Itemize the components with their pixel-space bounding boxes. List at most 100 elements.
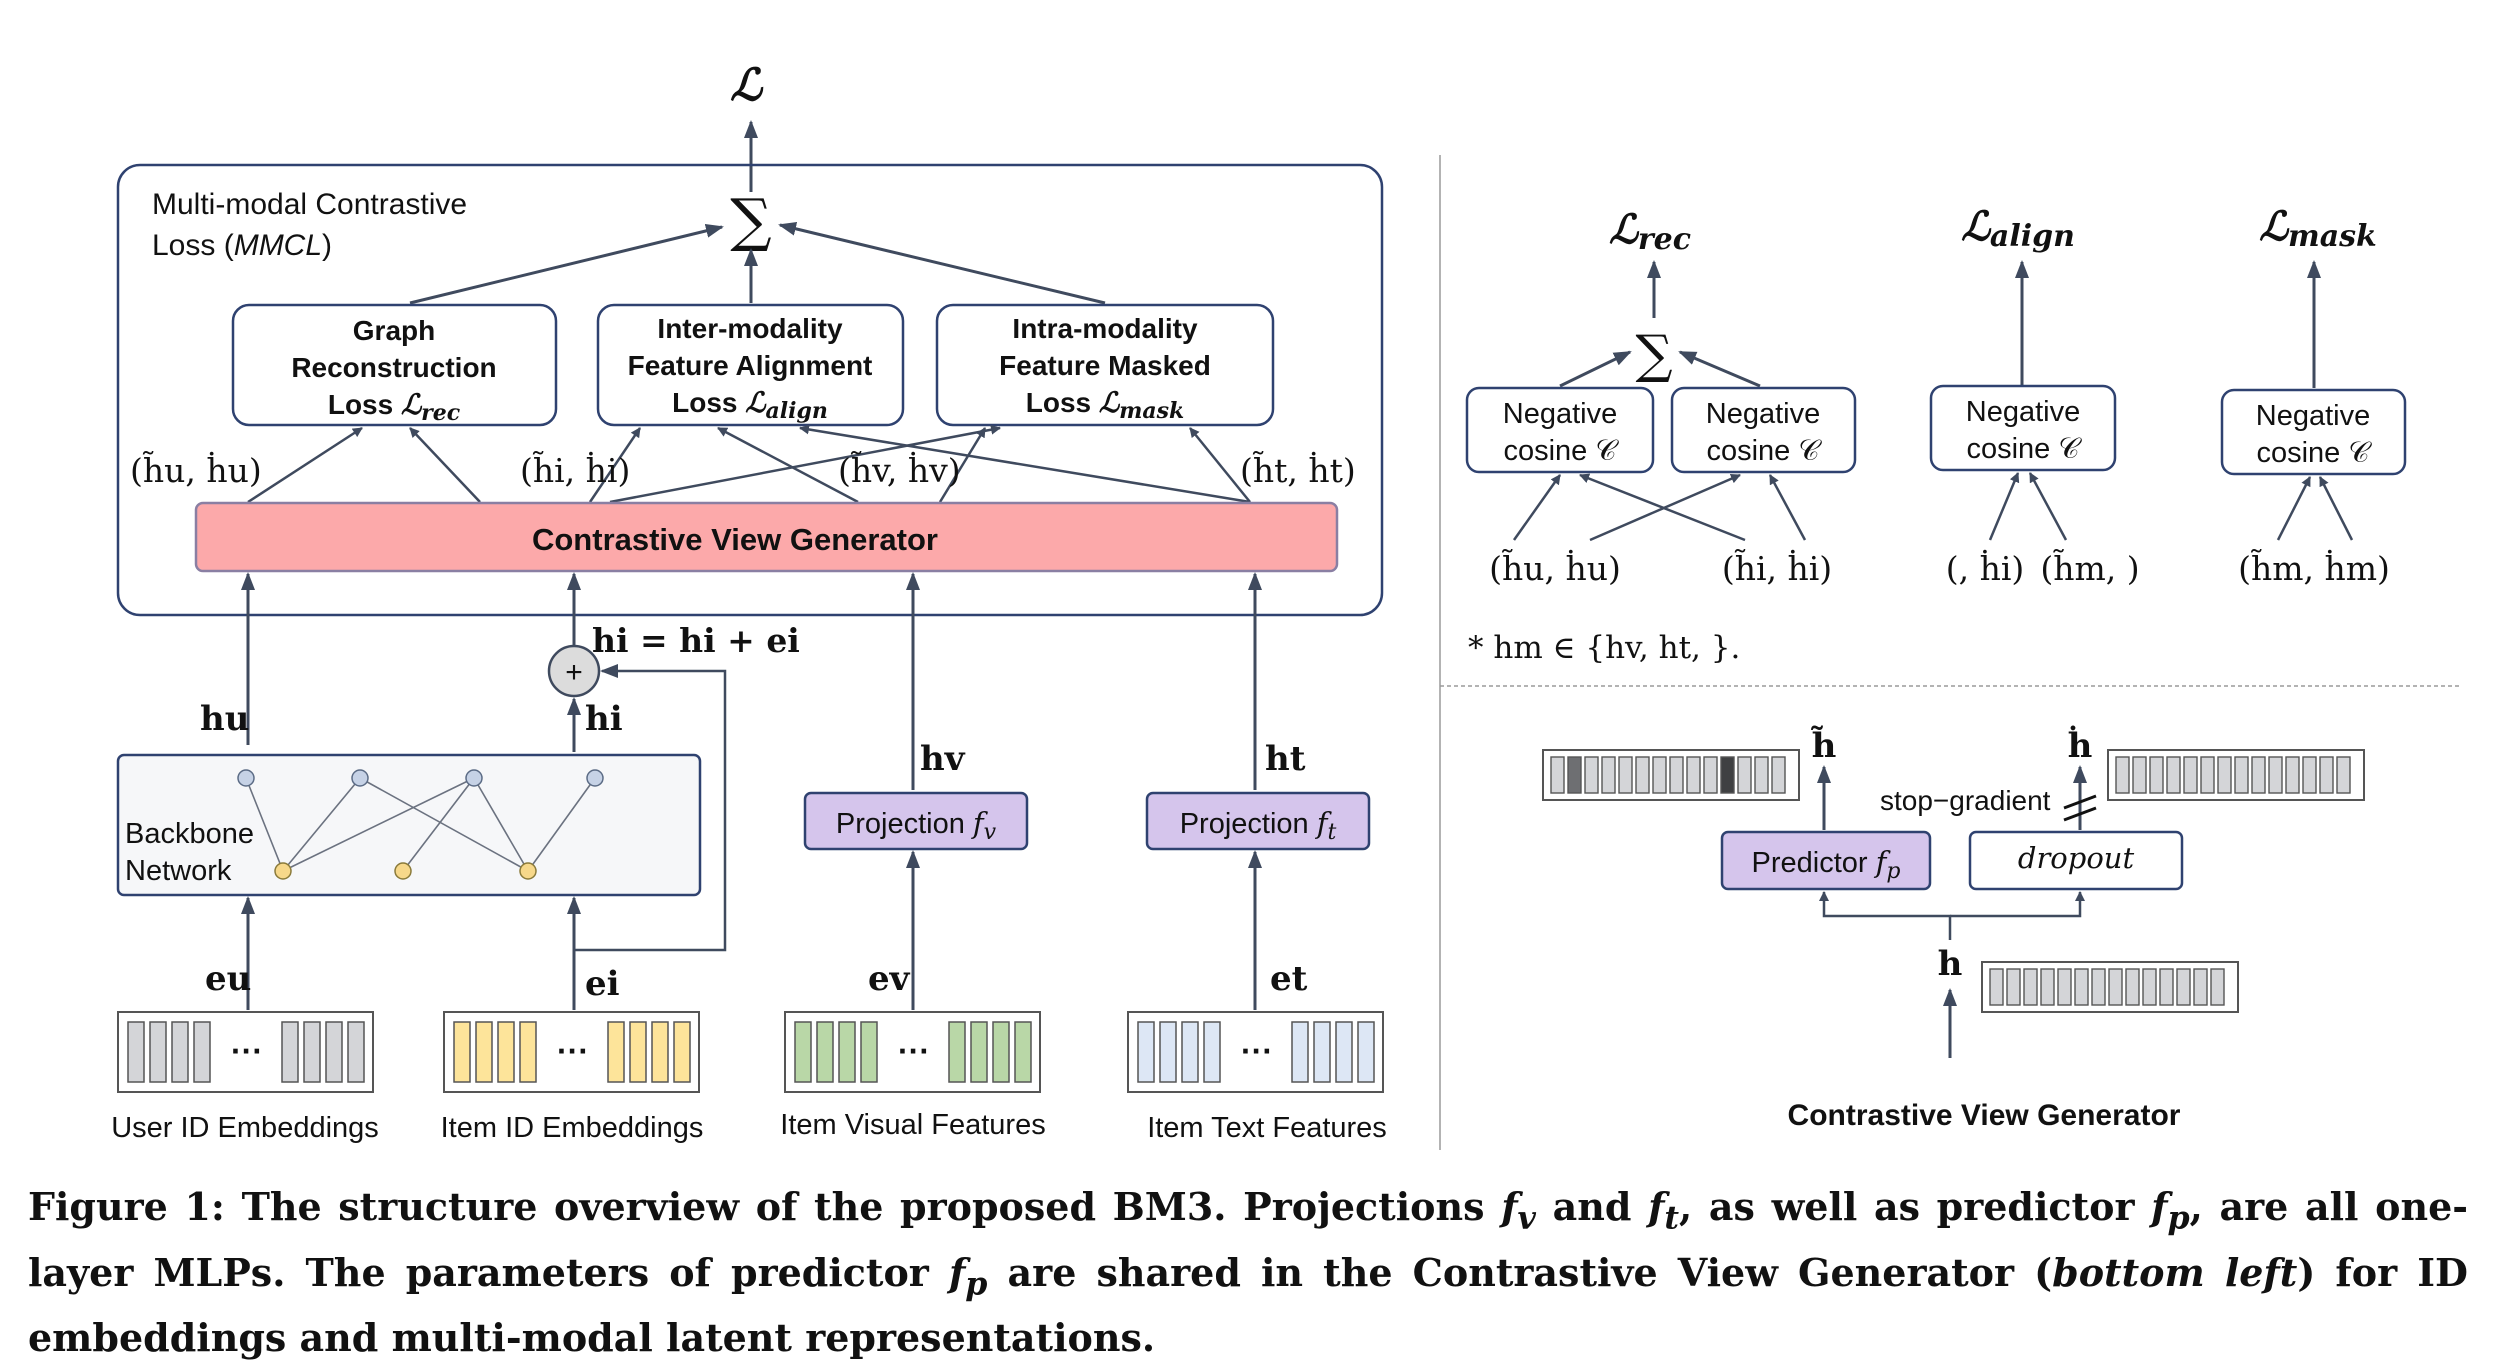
pair-label-i: (h̃i, ḣi): [520, 450, 630, 490]
backbone-label-line1: Backbone: [125, 818, 254, 850]
item-nodes: [274, 862, 537, 880]
stop-gradient-mark: [2063, 794, 2097, 822]
arrow-i-to-intra: [609, 424, 1001, 504]
projection-fv-box: [803, 791, 1029, 851]
h-dot-label: ḣ: [2068, 725, 2093, 766]
sum-symbol: ∑: [730, 186, 771, 254]
graph-loss-line2: Reconstruction: [291, 352, 496, 383]
et-label: et: [1270, 959, 1308, 999]
arrow-t-to-intra: [1189, 427, 1251, 503]
plus-circle: [547, 644, 601, 698]
eu-label: eu: [205, 959, 251, 999]
inter-loss-line3: Loss ℒalign: [672, 386, 828, 424]
neg1-line1: Negative: [1503, 398, 1617, 430]
arrow-ru-to-neg2: [1589, 473, 1741, 542]
graph-loss-line3: Loss ℒrec: [328, 388, 461, 426]
predictor-output-strip: [1542, 749, 1800, 801]
diagram: ℒ Multi-modal Contrastive Loss (MMCL) ∑ …: [111, 60, 2460, 1150]
ht-label: ht: [1265, 739, 1306, 779]
arrow-mask-left-to-neg4: [2276, 476, 2312, 541]
branch-to-dropout: [1950, 891, 2085, 918]
backbone-network-box: [116, 753, 702, 897]
svg-text:···: ···: [898, 1033, 930, 1069]
h-label: h: [1938, 944, 1963, 984]
l-align-symbol: ℒalign: [1961, 203, 2075, 254]
arrow-u-to-graph: [247, 426, 363, 504]
projection-fv-label: Projection fv: [836, 806, 997, 845]
inter-modality-loss-box: [596, 303, 905, 427]
projection-ft-box: [1145, 791, 1371, 851]
l-rec-symbol: ℒrec: [1609, 206, 1691, 257]
svg-text:···: ···: [1241, 1033, 1273, 1069]
mmcl-label-line1: Multi-modal Contrastive: [152, 188, 467, 221]
dropout-label: dropout: [2018, 841, 2135, 875]
item-visual-features-label: Item Visual Features: [780, 1109, 1045, 1141]
hu-label: hu: [200, 699, 249, 739]
arrow-ri-to-neg2: [1768, 474, 1807, 541]
arrow-i-to-graph: [409, 427, 481, 503]
arrow-align-left-to-neg3: [1988, 472, 2020, 541]
dropout-output-strip: [2107, 749, 2365, 801]
user-nodes: [237, 769, 604, 787]
arrow-align-right-to-neg3: [2028, 472, 2068, 541]
pair-label-v: (h̃v, ḣv): [838, 450, 961, 490]
hv-label: hv: [920, 739, 966, 779]
l-mask-symbol: ℒmask: [2259, 203, 2377, 254]
input-h-strip: [1981, 961, 2239, 1013]
inter-loss-line1: Inter-modality: [657, 313, 843, 344]
skip-connection-ei: [574, 664, 727, 952]
negative-cosine-box-1: [1465, 386, 1655, 474]
arrow-intra-to-sum: [778, 221, 1106, 305]
hi-equation: hi = hi + ei: [592, 621, 800, 660]
intra-loss-line2: Feature Masked: [999, 350, 1211, 381]
rec-pair-left: (h̃u, ḣu): [1489, 548, 1621, 588]
mask-pair: (h̃m, ḣm): [2238, 548, 2390, 588]
arrow-neg1-to-sum: [1559, 350, 1632, 388]
negative-cosine-box-2: [1670, 386, 1857, 474]
align-pair-right: (h̃m, ): [2040, 548, 2139, 588]
align-pair-left: (, ḣi): [1946, 549, 2025, 588]
arrow-v-to-inter: [717, 426, 859, 504]
graph-reconstruction-loss-box: [231, 303, 558, 427]
neg3-line2: cosine 𝒞: [1966, 433, 2082, 465]
plus-symbol: +: [565, 656, 583, 689]
negative-cosine-box-4: [2220, 388, 2407, 476]
dropout-box: [1968, 830, 2184, 891]
predictor-label: Predictor fp: [1752, 845, 1901, 884]
ev-label: ev: [868, 959, 911, 999]
inter-loss-line2: Feature Alignment: [628, 350, 873, 381]
arrow-graph-to-sum: [409, 223, 724, 305]
hi-label: hi: [585, 699, 623, 739]
arrow-neg2-to-sum: [1678, 350, 1761, 388]
user-id-embeddings-label: User ID Embeddings: [111, 1112, 379, 1144]
backbone-label-line2: Network: [125, 855, 232, 887]
rec-pair-right: (h̃i, ḣi): [1722, 548, 1832, 588]
item-text-features-label: Item Text Features: [1147, 1112, 1387, 1144]
arrow-ru-to-neg1: [1512, 474, 1562, 541]
arrow-mask-right-to-neg4: [2318, 476, 2354, 541]
graph-edges: [245, 777, 596, 872]
intra-loss-line3: Loss ℒmask: [1026, 386, 1184, 424]
mmcl-label-line2: Loss (MMCL): [152, 229, 332, 262]
neg4-line1: Negative: [2256, 400, 2370, 432]
item-visual-feature-strip: ···: [784, 1011, 1041, 1093]
neg1-line2: cosine 𝒞: [1503, 435, 1619, 467]
h-tilde-label: h̃: [1811, 726, 1837, 766]
rec-sum-symbol: ∑: [1635, 325, 1672, 385]
user-id-embedding-strip: ···: [117, 1011, 374, 1093]
item-id-embeddings-label: Item ID Embeddings: [441, 1112, 704, 1144]
predictor-box: [1720, 830, 1932, 891]
projection-ft-label: Projection ft: [1180, 806, 1337, 845]
item-id-embedding-strip: ···: [443, 1011, 700, 1093]
cvg-label: Contrastive View Generator: [532, 522, 938, 557]
branch-to-predictor: [1819, 891, 1952, 940]
intra-loss-line1: Intra-modality: [1012, 313, 1198, 344]
arrow-i-to-inter: [588, 427, 642, 503]
pair-label-t: (h̃t, ḣt): [1240, 450, 1356, 490]
intra-modality-loss-box: [935, 303, 1275, 427]
svg-text:···: ···: [231, 1033, 263, 1069]
hm-footnote: * hm ∈ {hv, ht, }.: [1468, 630, 1740, 666]
neg4-line2: cosine 𝒞: [2256, 437, 2372, 469]
svg-text:···: ···: [557, 1033, 589, 1069]
cvg-subfigure-title: Contrastive View Generator: [1788, 1099, 2181, 1132]
